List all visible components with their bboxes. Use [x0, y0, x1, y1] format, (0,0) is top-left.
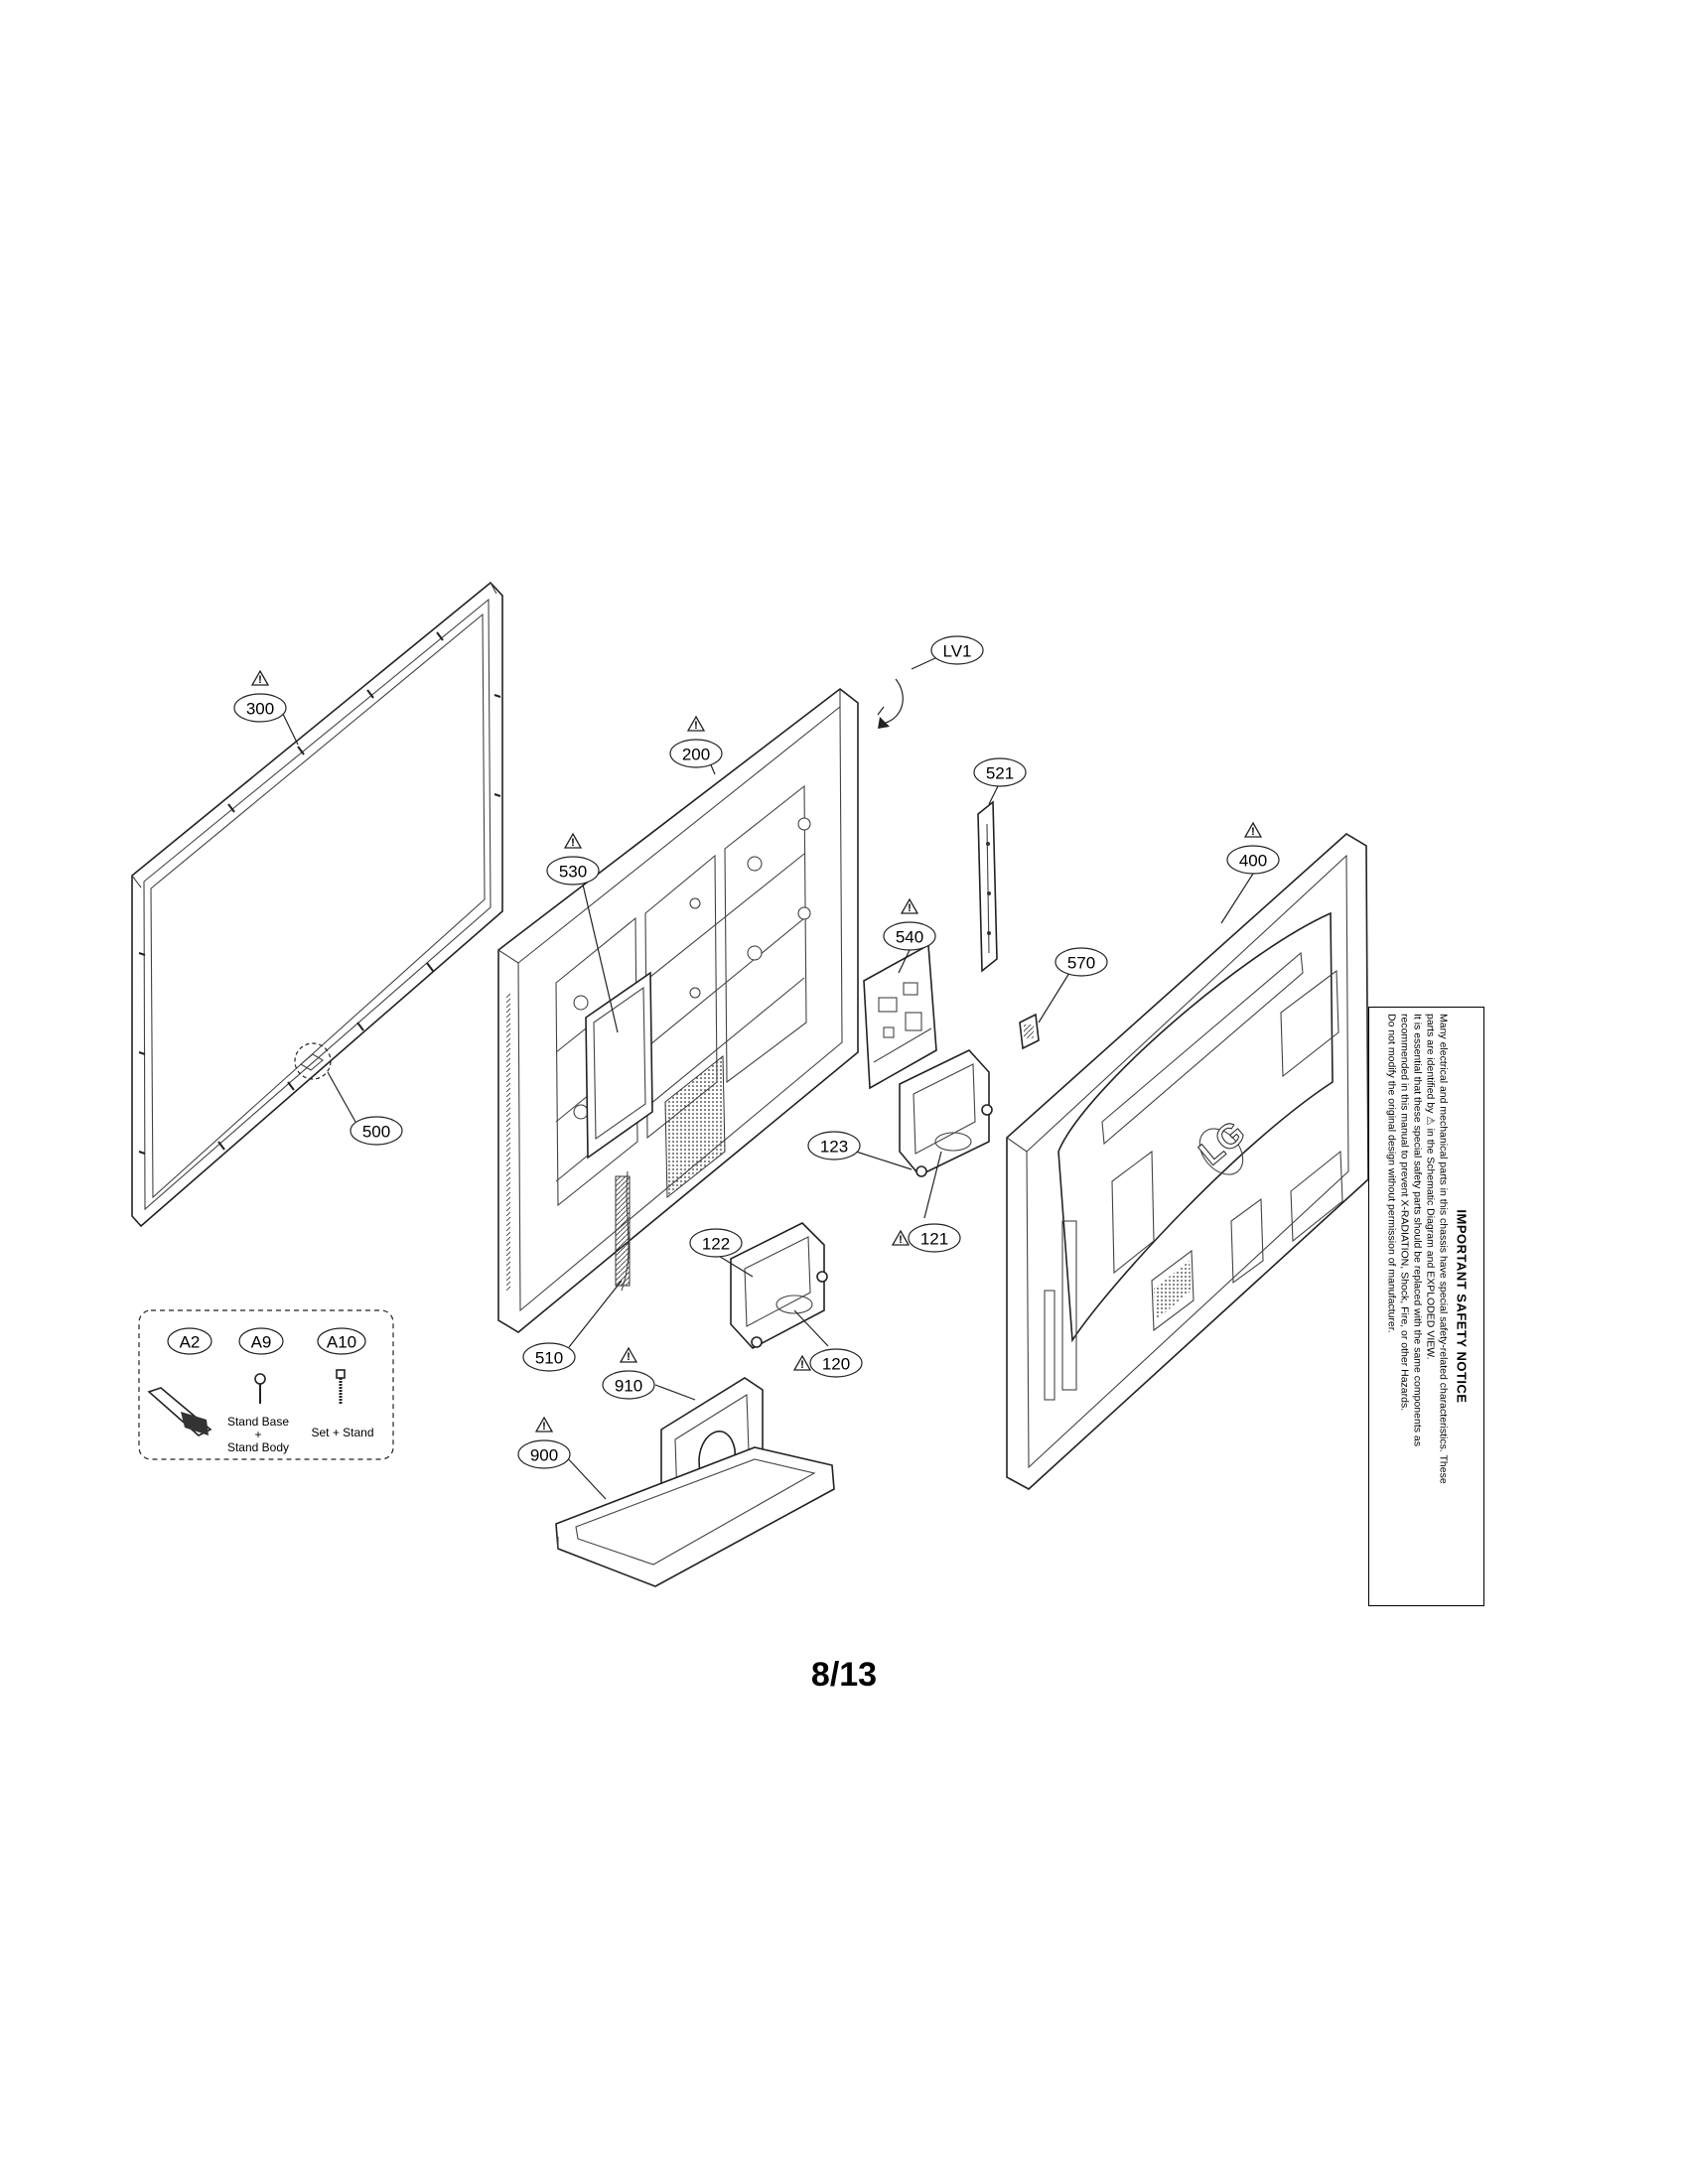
callout-570: 570 [1055, 947, 1108, 977]
svg-text:910: 910 [615, 1377, 642, 1396]
callout-400: 400 [1226, 845, 1280, 875]
callout-a2: A2 [167, 1327, 212, 1355]
callout-a9: A9 [238, 1327, 284, 1355]
callout-530: 530 [546, 856, 600, 886]
page-number: 8/13 [810, 1656, 878, 1694]
warning-icon-540: ! [900, 897, 919, 914]
safety-notice-line: It is essential that these special safet… [1411, 1014, 1423, 1446]
svg-text:!: ! [1251, 826, 1255, 838]
safety-notice-box: IMPORTANT SAFETY NOTICE Many electrical … [1368, 1007, 1484, 1606]
a9-label-line1: Stand Base [227, 1415, 289, 1429]
part-570-small-board [1019, 1013, 1040, 1050]
callout-521: 521 [973, 757, 1027, 787]
safety-notice-title: IMPORTANT SAFETY NOTICE [1454, 1209, 1469, 1404]
safety-notice-body: Many electrical and mechanical parts in … [1384, 1014, 1449, 1599]
warning-icon-910: ! [619, 1346, 638, 1363]
a10-label: Set + Stand [311, 1426, 373, 1439]
callout-121: 121 [908, 1223, 961, 1253]
callout-900: 900 [517, 1439, 571, 1469]
svg-text:400: 400 [1239, 852, 1267, 871]
part-510-cable [615, 1170, 631, 1292]
svg-text:530: 530 [559, 863, 587, 882]
svg-text:!: ! [694, 720, 698, 732]
svg-text:A2: A2 [180, 1333, 201, 1352]
svg-text:510: 510 [535, 1349, 563, 1368]
warning-icon-900: ! [534, 1416, 554, 1433]
svg-text:A9: A9 [251, 1333, 272, 1352]
callout-123: 123 [807, 1131, 861, 1160]
svg-text:!: ! [627, 1351, 631, 1363]
leader-lines [279, 651, 1254, 1500]
safety-notice-line: Many electrical and mechanical parts in … [1437, 1014, 1449, 1484]
svg-text:121: 121 [920, 1230, 948, 1249]
part-530-power-board [585, 971, 653, 1160]
part-900-stand-base [555, 1446, 835, 1587]
svg-text:A10: A10 [327, 1333, 356, 1352]
callout-a10: A10 [317, 1327, 366, 1355]
svg-text:540: 540 [896, 928, 923, 947]
svg-text:!: ! [800, 1359, 804, 1371]
part-540-main-board [863, 943, 937, 1090]
svg-text:570: 570 [1067, 954, 1095, 973]
svg-text:300: 300 [246, 700, 274, 719]
warning-icon-530: ! [563, 832, 583, 849]
svg-text:500: 500 [362, 1123, 390, 1142]
hardware-box [138, 1309, 394, 1460]
callout-122: 122 [689, 1228, 743, 1258]
callout-200: 200 [669, 739, 723, 768]
callout-500: 500 [350, 1116, 403, 1146]
svg-text:!: ! [258, 674, 262, 686]
callout-lv1: LV1 [930, 635, 984, 665]
callout-510: 510 [522, 1342, 576, 1372]
part-400-back-cover [1006, 833, 1369, 1490]
svg-text:!: ! [908, 902, 912, 914]
warning-icon-120: ! [792, 1354, 812, 1371]
svg-text:!: ! [542, 1421, 546, 1433]
warning-icon-400: ! [1243, 821, 1263, 838]
svg-text:!: ! [899, 1234, 903, 1246]
svg-text:120: 120 [822, 1355, 850, 1374]
warning-icon-121: ! [891, 1229, 911, 1246]
svg-text:900: 900 [530, 1446, 558, 1465]
part-lv1-rotation-arrow [877, 678, 904, 729]
safety-notice-line: recommended in this manual to prevent X-… [1398, 1014, 1410, 1412]
svg-text:122: 122 [702, 1235, 730, 1254]
part-300-panel-frame [131, 581, 503, 1228]
svg-text:LV1: LV1 [943, 642, 972, 661]
warning-icon-300: ! [250, 669, 270, 686]
part-521-bracket [977, 800, 998, 973]
safety-notice-content: IMPORTANT SAFETY NOTICE Many electrical … [1384, 1014, 1469, 1599]
callout-300: 300 [233, 693, 287, 723]
callout-540: 540 [883, 921, 936, 951]
warning-icon-200: ! [686, 715, 706, 732]
svg-text:200: 200 [682, 746, 710, 764]
callout-120: 120 [809, 1348, 863, 1378]
safety-notice-line: Do not modify the original design withou… [1385, 1014, 1397, 1333]
a9-label-line3: Stand Body [227, 1440, 289, 1454]
safety-notice-line: parts are identified by ⚠ in the Schemat… [1424, 1014, 1436, 1360]
svg-text:!: ! [571, 837, 575, 849]
svg-text:123: 123 [820, 1138, 848, 1157]
part-121-stand-hinge [899, 1049, 993, 1177]
svg-text:521: 521 [986, 764, 1014, 783]
callout-910: 910 [602, 1370, 655, 1400]
a9-label-line2: + [254, 1428, 261, 1441]
